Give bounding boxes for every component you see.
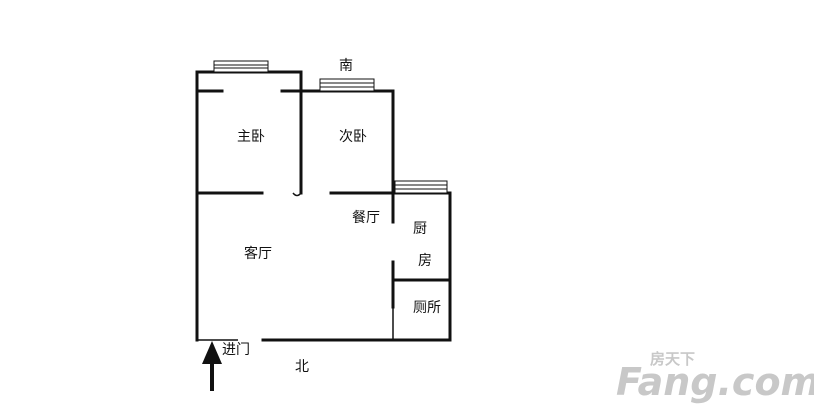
label-dining-room: 餐厅: [352, 210, 380, 226]
label-entrance: 进门: [222, 342, 250, 358]
label-north: 北: [295, 359, 309, 375]
window-kitchen: [394, 180, 448, 194]
label-south: 南: [339, 58, 353, 74]
entrance-arrow-icon: [202, 341, 222, 391]
label-kitchen-1: 厨: [413, 221, 427, 237]
watermark-brand-main: Fang.com: [616, 360, 814, 404]
windows: [213, 60, 448, 194]
watermark-brand-small: 房天下: [650, 350, 695, 368]
label-kitchen-2: 房: [418, 253, 432, 269]
window-master: [213, 60, 269, 73]
label-master-bedroom: 主卧: [237, 129, 265, 145]
watermark: 房天下 Fang.com: [616, 350, 814, 404]
label-second-bedroom: 次卧: [339, 129, 367, 145]
label-living-room: 客厅: [244, 245, 272, 262]
window-second: [319, 78, 375, 92]
thin-walls: [197, 192, 394, 341]
label-toilet: 厕所: [413, 300, 441, 316]
door-arc-master: [292, 192, 302, 197]
